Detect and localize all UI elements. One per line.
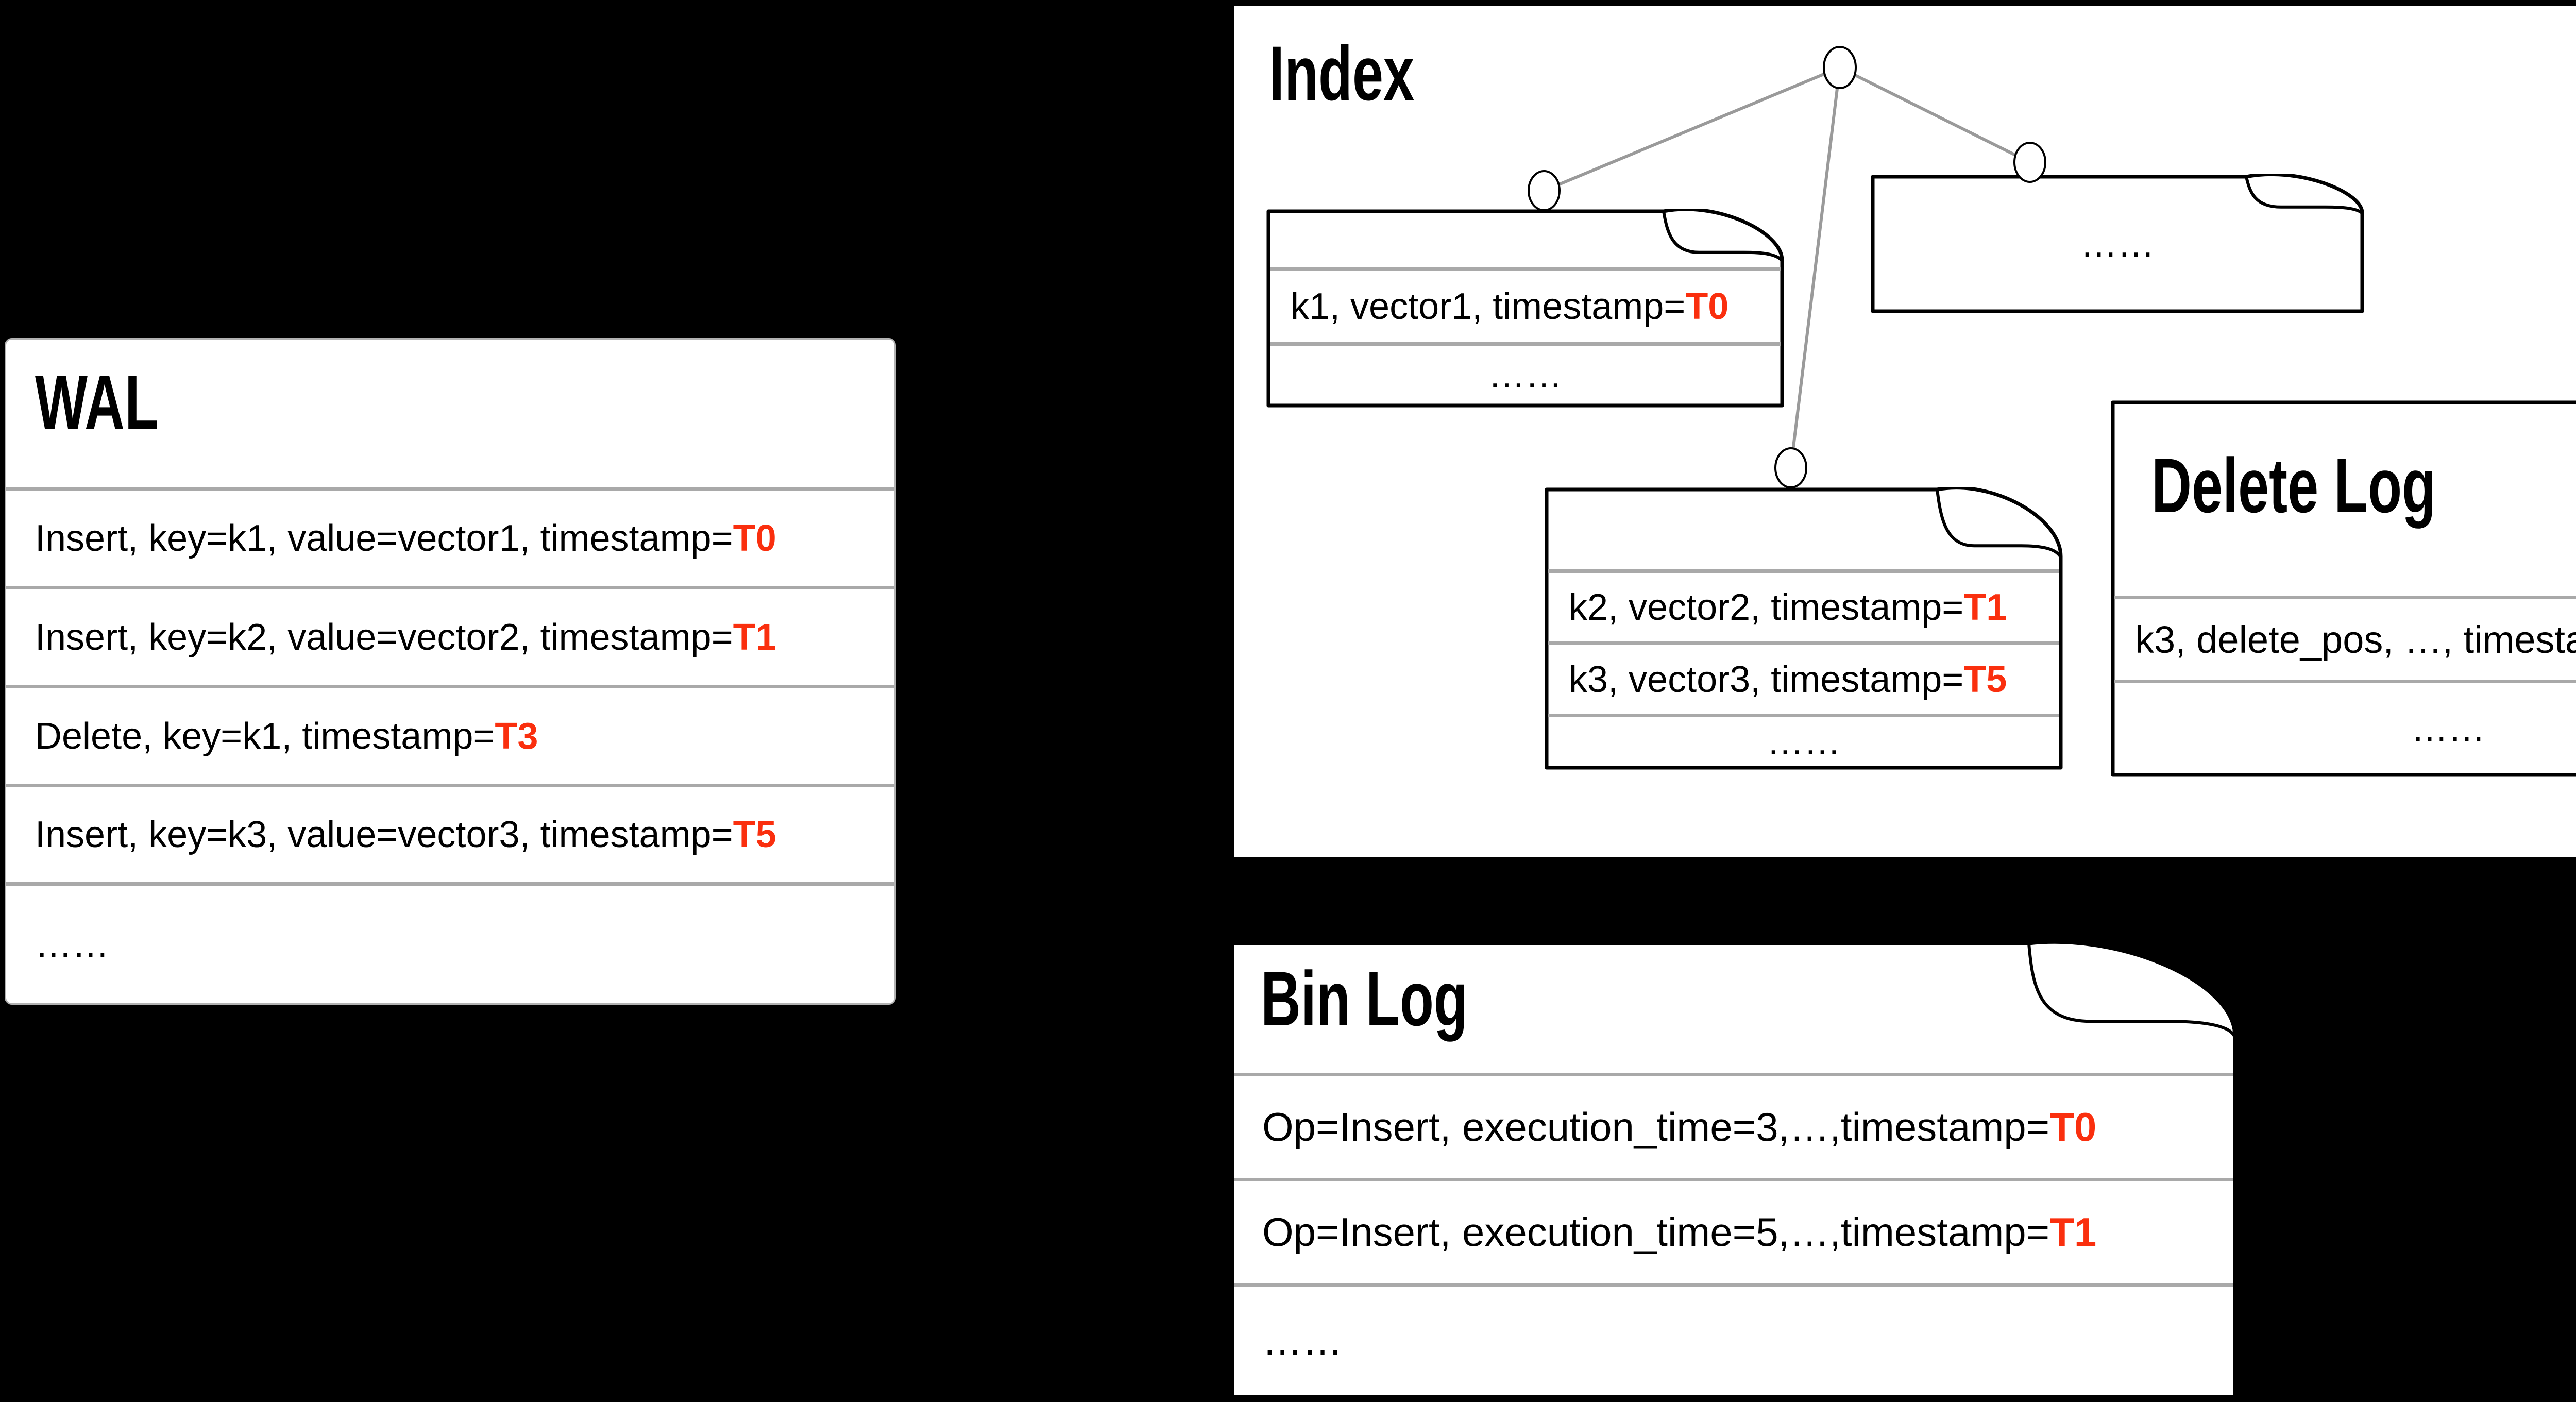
- wal-row-text: Insert, key=k2, value=vector2, timestamp…: [35, 616, 733, 658]
- wal-row-delete-k1: Delete, key=k1, timestamp=T3: [6, 685, 894, 784]
- index-row-text: k1, vector1, timestamp=: [1291, 286, 1686, 327]
- index-row-k2: k2, vector2, timestamp=T1: [1548, 569, 2059, 641]
- timestamp-value: T1: [733, 616, 776, 658]
- wal-title-area: WAL: [6, 340, 894, 487]
- wal-row-insert-k2: Insert, key=k2, value=vector2, timestamp…: [6, 586, 894, 685]
- index-segment-k1-page: k1, vector1, timestamp=T0 ……: [1266, 209, 1785, 408]
- bin-log-title: Bin Log: [1261, 955, 1468, 1042]
- tree-edge: [1839, 66, 2031, 164]
- bin-log-title-area: Bin Log: [1234, 945, 2233, 1073]
- delete-log-title-area: Delete Log: [2114, 404, 2576, 596]
- bin-log-row-ellipsis: ……: [1234, 1283, 2233, 1395]
- wal-row-insert-k3: Insert, key=k3, value=vector3, timestamp…: [6, 784, 894, 882]
- timestamp-value: T0: [733, 518, 776, 559]
- wal-row-text: Delete, key=k1, timestamp=: [35, 715, 495, 757]
- wal-row-insert-k1: Insert, key=k1, value=vector1, timestamp…: [6, 487, 894, 586]
- timestamp-value: T5: [1963, 658, 2007, 700]
- timestamp-value: T3: [495, 715, 538, 757]
- index-row-ellipsis: ……: [1270, 342, 1781, 404]
- folded-page-outline: [1871, 174, 2364, 313]
- wal-row-text: Insert, key=k3, value=vector3, timestamp…: [35, 814, 733, 855]
- timestamp-value: T0: [1685, 286, 1729, 327]
- bin-log-row-text: Op=Insert, execution_time=5,…,timestamp=: [1262, 1209, 2050, 1255]
- tree-edge: [1789, 67, 1841, 468]
- page-header-blank: [1548, 491, 2059, 569]
- index-row-k3: k3, vector3, timestamp=T5: [1548, 641, 2059, 714]
- wal-title: WAL: [35, 359, 159, 446]
- index-segment-k2k3-page: k2, vector2, timestamp=T1 k3, vector3, t…: [1544, 487, 2063, 770]
- timestamp-value: T1: [2049, 1209, 2097, 1255]
- tree-node-k2k3-circle: [1774, 447, 1807, 488]
- page-header-blank: [1270, 213, 1781, 267]
- tree-root-node-circle: [1823, 46, 1857, 89]
- tree-edge: [1543, 66, 1841, 192]
- delete-log-row-k3: k3, delete_pos, …, timestamp=T3: [2114, 596, 2576, 680]
- delete-log-page: Delete Log k3, delete_pos, …, timestamp=…: [2110, 400, 2576, 778]
- bin-log-row-1: Op=Insert, execution_time=3,…,timestamp=…: [1234, 1073, 2233, 1178]
- wal-row-ellipsis: ……: [6, 882, 894, 1003]
- timestamp-value: T0: [2049, 1104, 2097, 1150]
- index-row-k1: k1, vector1, timestamp=T0: [1270, 267, 1781, 342]
- folded-page-outline: [1545, 487, 2063, 770]
- wal-panel: WAL Insert, key=k1, value=vector1, times…: [5, 338, 896, 1005]
- index-panel: Index k1, vector1, timestamp=T0 …… ……: [1234, 6, 2576, 857]
- delete-log-row-text: k3, delete_pos, …, timestamp=: [2135, 618, 2576, 661]
- folded-page-outline: [1266, 209, 1784, 408]
- bin-log-row-2: Op=Insert, execution_time=5,…,timestamp=…: [1234, 1178, 2233, 1283]
- index-row-ellipsis: ……: [1548, 714, 2059, 766]
- wal-row-text: Insert, key=k1, value=vector1, timestamp…: [35, 518, 733, 559]
- index-row-text: k3, vector3, timestamp=: [1569, 658, 1964, 700]
- delete-log-row-ellipsis: ……: [2114, 680, 2576, 773]
- index-segment-other-page: ……: [1870, 174, 2365, 314]
- bin-log-row-text: Op=Insert, execution_time=3,…,timestamp=: [1262, 1104, 2050, 1150]
- index-title-area: Index: [1269, 30, 1471, 116]
- timestamp-value: T1: [1963, 586, 2007, 628]
- index-title: Index: [1269, 30, 1415, 116]
- tree-node-k1-circle: [1528, 170, 1561, 211]
- delete-log-title: Delete Log: [2151, 442, 2436, 529]
- index-row-text: k2, vector2, timestamp=: [1569, 586, 1964, 628]
- bin-log-page: Bin Log Op=Insert, execution_time=3,…,ti…: [1230, 941, 2238, 1399]
- index-row-ellipsis: ……: [2080, 223, 2155, 265]
- timestamp-value: T5: [733, 814, 776, 855]
